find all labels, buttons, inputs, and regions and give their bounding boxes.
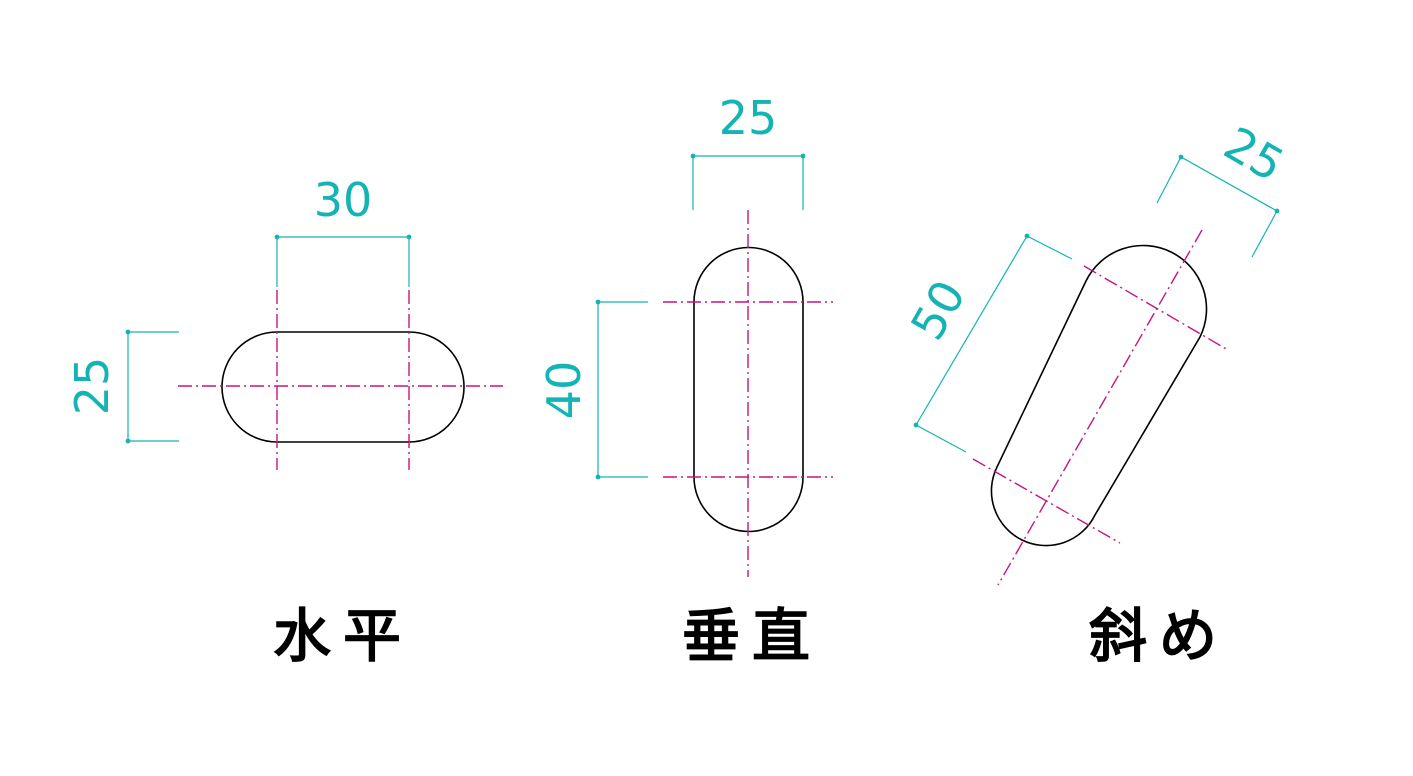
vertical-width-dimension: 25 xyxy=(690,91,806,210)
diagonal-centerline-bottom xyxy=(972,458,1121,544)
diagonal-centerline-axis xyxy=(997,229,1203,586)
vertical-width-label: 25 xyxy=(719,91,778,145)
vertical-length-dimension: 40 xyxy=(537,299,648,480)
diagonal-width-label: 25 xyxy=(1215,116,1293,192)
diagonal-title: 斜め xyxy=(1089,602,1229,670)
diagonal-centerline-top xyxy=(1083,265,1229,351)
diagonal-slot-group: 25 50 斜め xyxy=(900,116,1293,670)
diagonal-slot-outline xyxy=(990,244,1208,547)
horizontal-length-label: 30 xyxy=(314,173,373,227)
diagonal-length-dimension: 50 xyxy=(900,233,1073,453)
horizontal-width-dimension: 25 xyxy=(65,329,179,444)
horizontal-width-label: 25 xyxy=(65,357,119,416)
diagonal-width-dimension: 25 xyxy=(1156,116,1293,258)
diagonal-length-label: 50 xyxy=(900,271,976,349)
vertical-length-label: 40 xyxy=(537,361,591,420)
horizontal-title: 水平 xyxy=(273,602,413,670)
vertical-slot-group: 25 40 垂直 xyxy=(537,91,833,670)
vertical-title: 垂直 xyxy=(682,602,822,670)
horizontal-length-dimension: 30 xyxy=(274,173,412,287)
horizontal-slot-group: 30 25 水平 xyxy=(65,173,503,670)
horizontal-slot-outline xyxy=(221,331,465,443)
